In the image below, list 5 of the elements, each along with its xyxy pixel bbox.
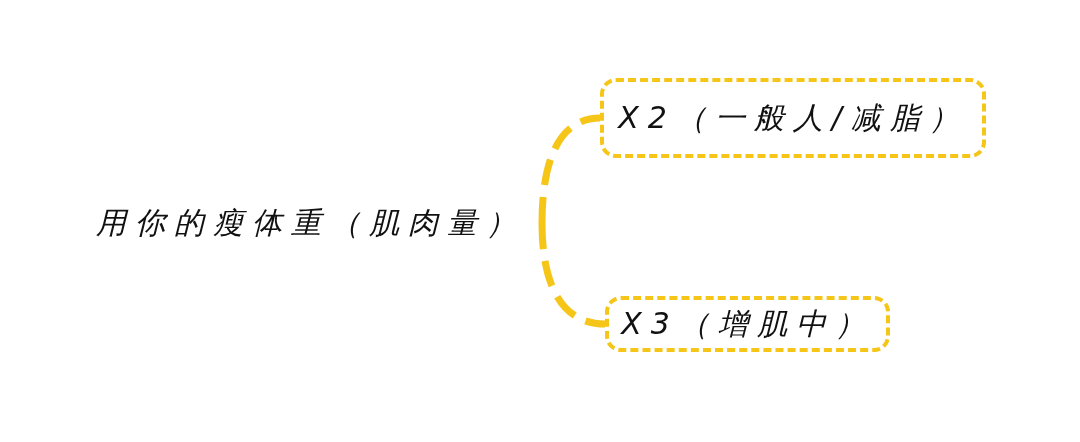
branch-box: X2（一般人/减脂） xyxy=(600,78,986,158)
root-text: 用你的瘦体重（肌肉量） xyxy=(95,203,525,242)
connector-line xyxy=(538,222,606,328)
connector-line xyxy=(538,114,601,224)
branch-box: X3（增肌中） xyxy=(605,296,890,352)
